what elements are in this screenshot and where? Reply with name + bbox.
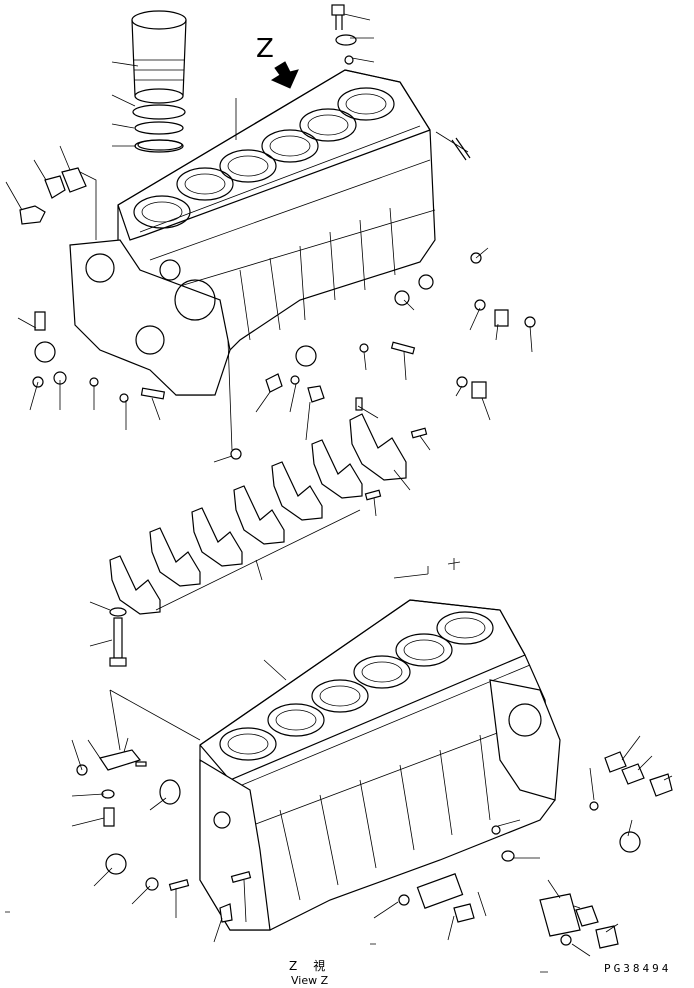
cylinder-liner: [131, 10, 187, 153]
top-right-fasteners: [331, 4, 471, 161]
main-bearing-caps: [109, 397, 428, 615]
view-z-arrow: [270, 61, 299, 89]
right-side-parts-upper: [265, 252, 536, 403]
upper-cylinder-block: [69, 69, 436, 396]
view-z-marker: Z: [256, 34, 274, 64]
main-bolt: [109, 607, 127, 667]
view-caption-japanese: Z 視: [289, 959, 328, 973]
lower-right-parts: [398, 751, 673, 949]
upper-bores: [133, 87, 395, 229]
view-caption-english: View Z: [291, 974, 329, 987]
lower-cylinder-block: [199, 599, 561, 931]
lower-bores: [219, 611, 494, 761]
drawing-reference-code: PG38494: [604, 962, 672, 975]
left-side-parts: [19, 167, 242, 460]
leader-lines: [5, 13, 673, 957]
